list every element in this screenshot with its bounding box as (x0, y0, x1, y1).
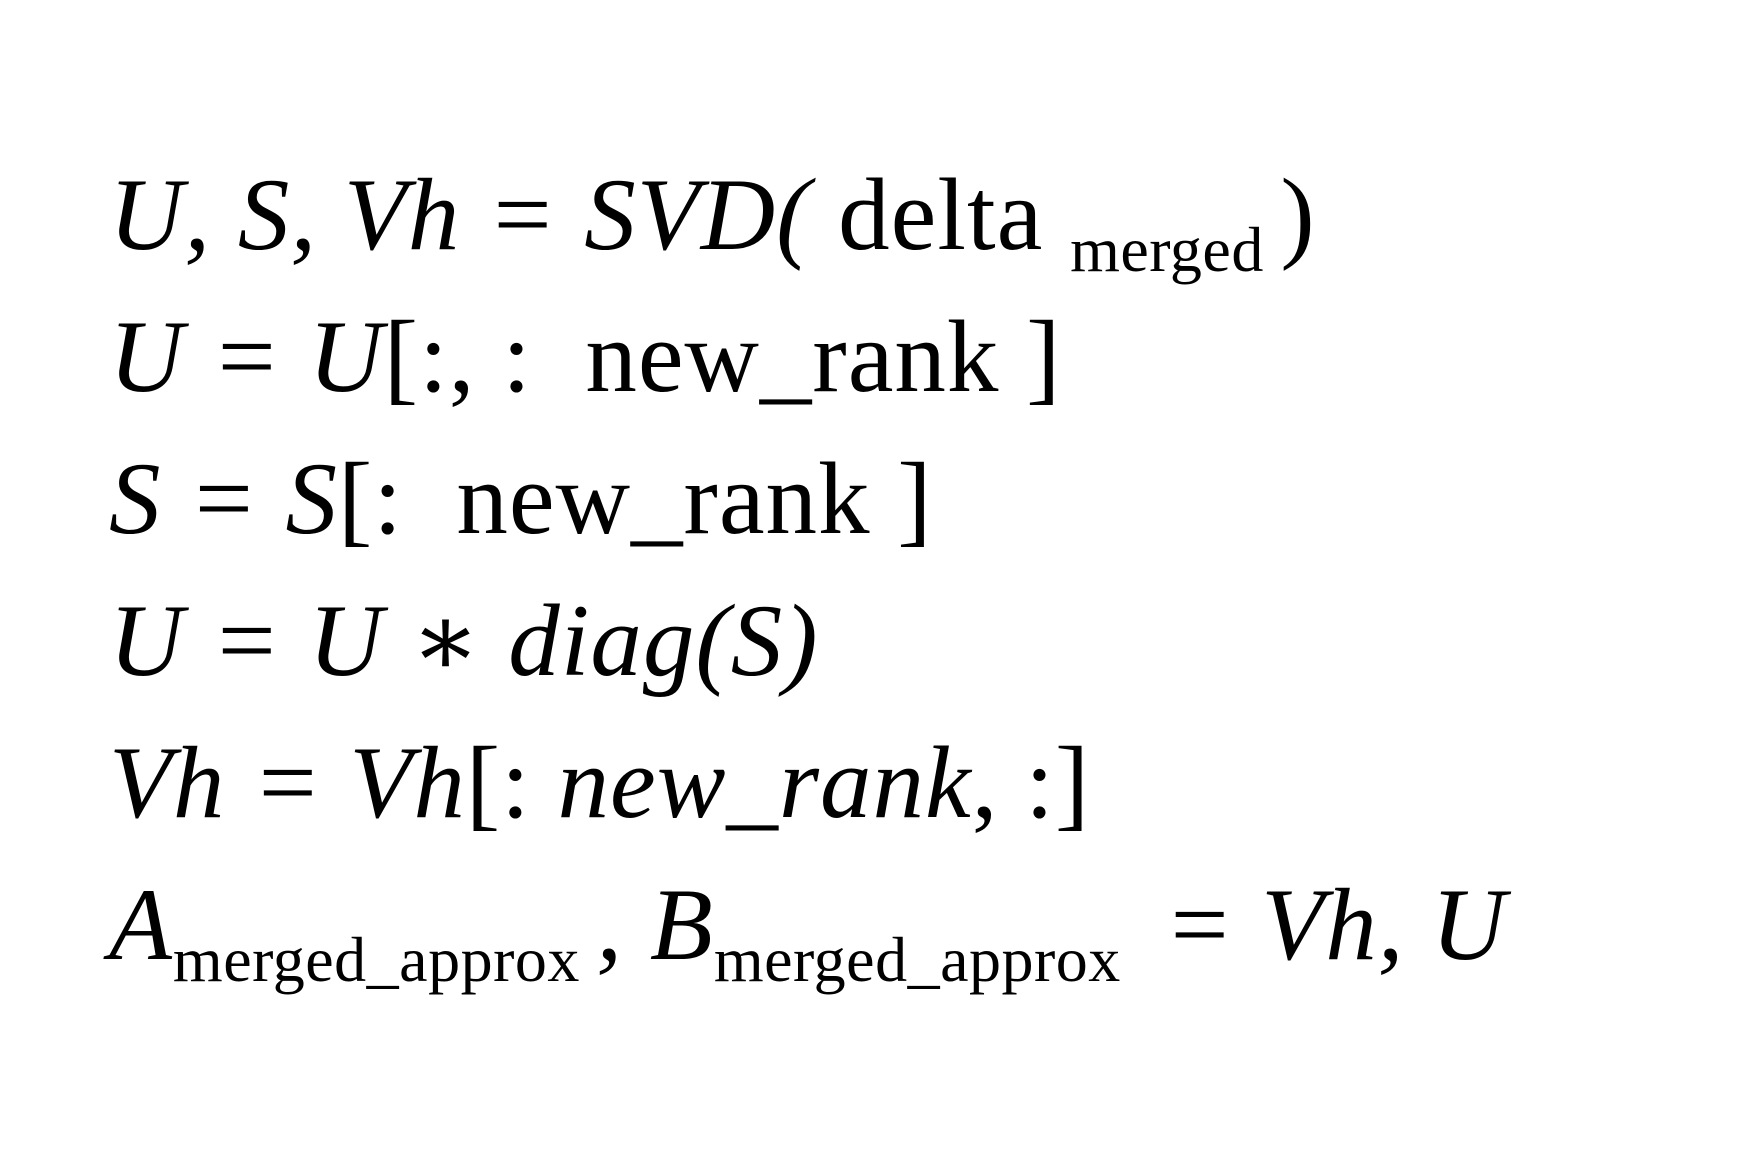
text-segment: delta (811, 158, 1071, 272)
math-segment: U, S, Vh = SVD( (109, 158, 812, 272)
text-segment: [:, : new_rank ] (383, 300, 1062, 414)
equation-line-svd-decomposition: U, S, Vh = SVD( delta merged ) (6, 2, 1762, 285)
math-segment: new_rank (557, 726, 972, 840)
math-segment: = Vh, U (1137, 868, 1507, 982)
math-segment: A (109, 868, 173, 982)
equation-line-vh-row-truncation: Vh = Vh[: new_rank, :] (6, 570, 1762, 840)
subscript-segment: merged_approx (713, 924, 1138, 995)
equation-line-u-column-truncation: U = U[:, : new_rank ] (6, 144, 1762, 414)
text-segment: [: new_rank ] (338, 442, 933, 556)
text-segment: , :] (971, 726, 1091, 840)
equation-block: U, S, Vh = SVD( delta merged ) U = U[:, … (6, 2, 1762, 995)
equation-line-u-scaling: U = U ∗ diag(S) (6, 428, 1762, 698)
math-segment: Vh = Vh (109, 726, 466, 840)
math-segment: S = S (109, 442, 339, 556)
text-segment: ) (1280, 158, 1316, 272)
math-segment: U = U (109, 300, 384, 414)
text-segment: [: (465, 726, 558, 840)
math-segment: , B (596, 868, 714, 982)
subscript-segment: merged_approx (172, 924, 597, 995)
math-segment: U = U ∗ diag(S) (109, 584, 819, 698)
subscript-segment: merged (1070, 214, 1281, 285)
equation-line-s-truncation: S = S[: new_rank ] (6, 286, 1762, 556)
